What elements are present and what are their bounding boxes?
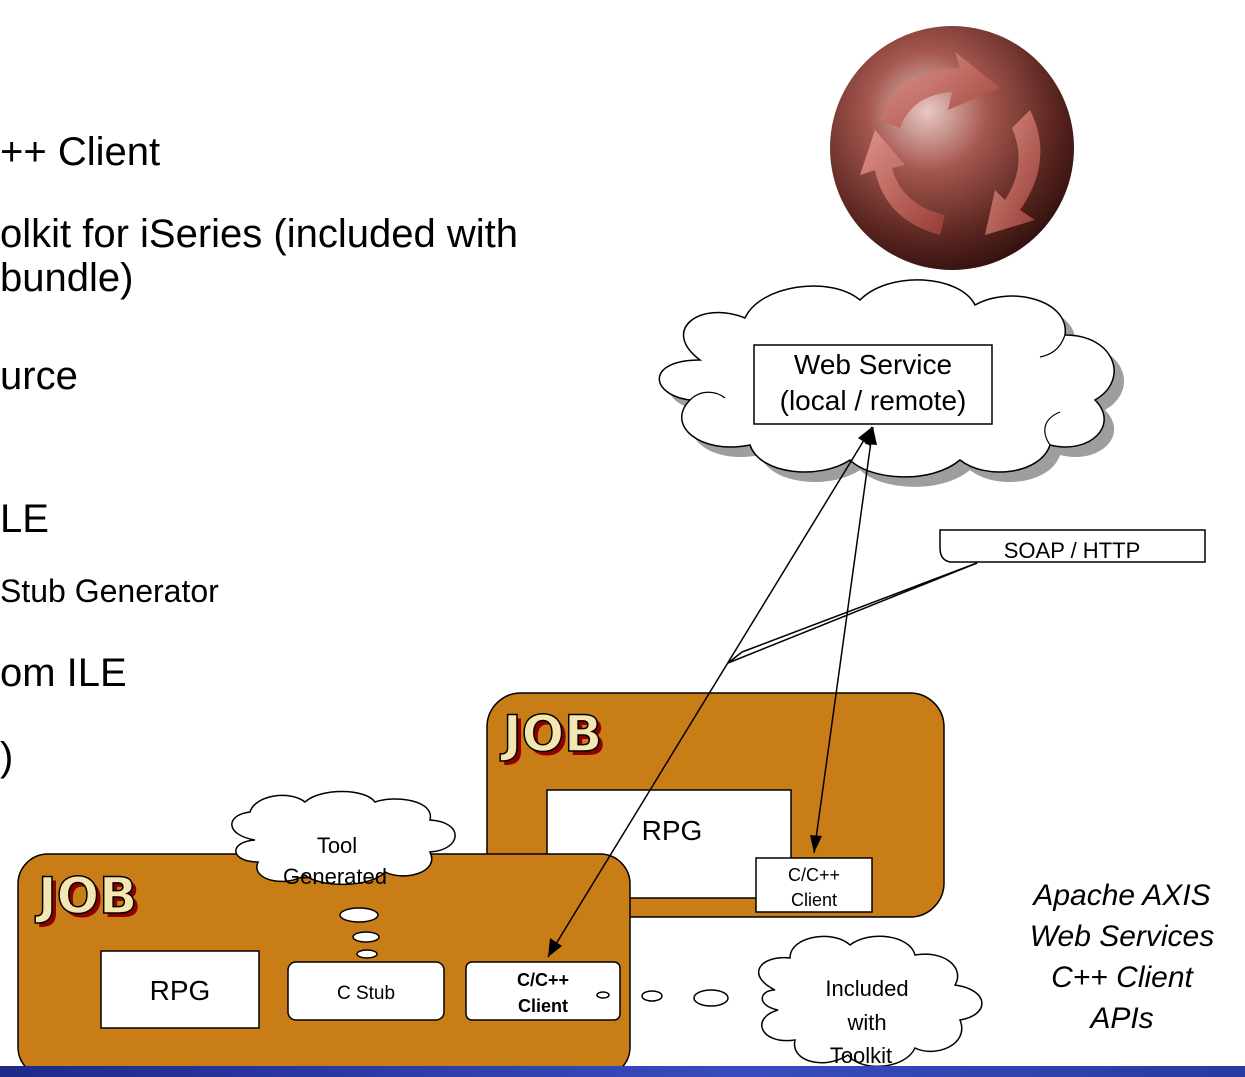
- globe-icon: [830, 26, 1074, 270]
- bullet-from-ile: om ILE: [0, 651, 127, 695]
- caption-line-2: Web Services: [1030, 920, 1215, 953]
- front-rpg-box: [100, 950, 260, 1029]
- front-job-panel: JOB JOB RPG C Stub C/C++ Client: [17, 853, 631, 1077]
- bullet-paren: ): [0, 735, 14, 779]
- toolkit-bubble: Included with Toolkit: [596, 935, 983, 1068]
- caption-line-1: Apache AXIS: [1031, 879, 1210, 912]
- front-job-title: JOB: [35, 867, 137, 925]
- back-client-box: [755, 857, 873, 913]
- bullet-bundle: bundle): [0, 256, 134, 300]
- web-service-label-2: (local / remote): [780, 385, 967, 416]
- back-client-label-2: Client: [791, 890, 837, 910]
- tool-bubble-line-1: Tool: [317, 833, 357, 858]
- tool-bubble-line-2: Generated: [283, 864, 387, 889]
- protocol-text: SOAP / HTTP: [1004, 538, 1141, 563]
- bullet-source: urce: [0, 354, 78, 398]
- bullet-ile: LE: [0, 497, 49, 541]
- toolkit-bubble-line-3: Toolkit: [830, 1043, 892, 1068]
- connectors: [547, 426, 978, 958]
- bullet-client: ++ Client: [0, 130, 161, 174]
- front-client-label-1: C/C++: [517, 970, 569, 990]
- web-service-box: Web Service (local / remote): [753, 344, 993, 425]
- caption-line-4: APIs: [1088, 1002, 1153, 1035]
- caption: Apache AXIS Web Services C++ Client APIs: [1030, 879, 1215, 1035]
- front-client-label-2: Client: [518, 996, 568, 1016]
- slide-footer-bar: [0, 1066, 1245, 1077]
- back-rpg-label: RPG: [642, 815, 703, 846]
- web-service-label-1: Web Service: [794, 349, 952, 380]
- toolkit-bubble-line-2: with: [846, 1010, 886, 1035]
- tool-generated-bubble: Tool Generated: [231, 790, 456, 959]
- back-job-title-shadow: JOB: [504, 709, 606, 767]
- caption-line-3: C++ Client: [1051, 961, 1194, 994]
- c-stub-box: [287, 961, 445, 1021]
- back-job-title: JOB: [500, 705, 602, 763]
- bullet-stub-generator: Stub Generator: [0, 573, 219, 609]
- protocol-label: SOAP / HTTP: [939, 529, 1206, 563]
- front-rpg-label: RPG: [150, 975, 211, 1006]
- back-client-label-1: C/C++: [788, 865, 840, 885]
- arrowheads: [548, 427, 877, 957]
- front-client-box: [465, 961, 621, 1021]
- c-stub-label: C Stub: [337, 983, 395, 1004]
- front-job-title-shadow: JOB: [39, 871, 141, 929]
- bullet-toolkit: olkit for iSeries (included with: [0, 212, 518, 256]
- toolkit-bubble-line-1: Included: [825, 976, 908, 1001]
